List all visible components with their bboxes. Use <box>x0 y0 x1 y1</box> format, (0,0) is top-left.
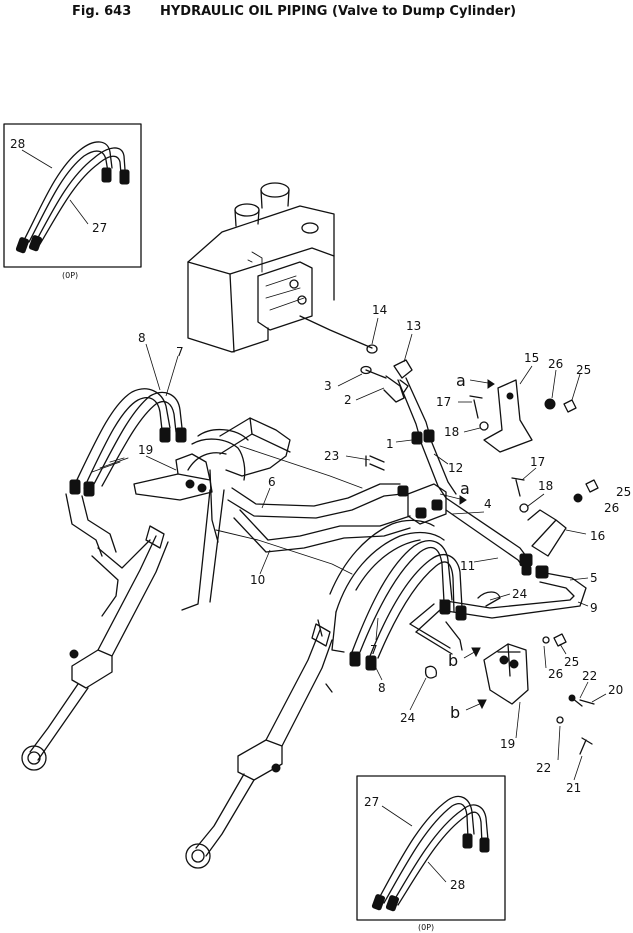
callout-19: 19 <box>500 737 515 751</box>
callout-9: 9 <box>590 601 598 615</box>
callout-23: 23 <box>324 449 339 463</box>
callout-8: 8 <box>138 331 146 345</box>
inset-hoses-top-left: 28 27 (0P) <box>3 123 142 280</box>
leader-lines <box>145 317 607 781</box>
callout-26: 26 <box>548 357 563 371</box>
callout-11: 11 <box>460 559 475 573</box>
callout-27: 27 <box>364 795 379 809</box>
left-cylinder <box>21 525 169 771</box>
callout-26: 26 <box>604 501 619 515</box>
callout-14: 14 <box>372 303 387 317</box>
callout-17: 17 <box>530 455 545 469</box>
ref-mark-b: b <box>448 651 458 670</box>
ref-mark-b: b <box>450 703 460 722</box>
callout-17: 17 <box>436 395 451 409</box>
callout-28: 28 <box>450 878 465 892</box>
callout-4: 4 <box>484 497 492 511</box>
callout-28: 28 <box>10 137 25 151</box>
callout-25: 25 <box>576 363 591 377</box>
callout-10: 10 <box>250 573 265 587</box>
callout-2: 2 <box>344 393 352 407</box>
callout-3: 3 <box>324 379 332 393</box>
callout-21: 21 <box>566 781 581 795</box>
callout-16: 16 <box>590 529 605 543</box>
callout-18: 18 <box>538 479 553 493</box>
ref-mark-a: a <box>456 371 466 390</box>
callout-25: 25 <box>616 485 631 499</box>
callout-22: 22 <box>536 761 551 775</box>
pipes-main <box>227 483 587 655</box>
callout-27: 27 <box>92 221 107 235</box>
figure-number: Fig. 643 <box>72 4 131 19</box>
right-cylinder <box>185 623 333 869</box>
frame <box>181 417 445 653</box>
callout-18: 18 <box>444 425 459 439</box>
inset-note: (0P) <box>418 923 434 932</box>
callout-19: 19 <box>138 443 153 457</box>
callout-1: 1 <box>386 437 394 451</box>
inset-hoses-bottom-right: 27 28 (0P) <box>356 775 506 932</box>
callout-12: 12 <box>448 461 463 475</box>
callout-24: 24 <box>512 587 527 601</box>
callout-13: 13 <box>406 319 421 333</box>
callout-7: 7 <box>176 345 184 359</box>
ref-mark-a: a <box>460 479 470 498</box>
callout-25: 25 <box>564 655 579 669</box>
callout-7: 7 <box>370 643 378 657</box>
left-hoses <box>65 388 187 617</box>
bracket-left <box>133 453 213 501</box>
callout-5: 5 <box>590 571 598 585</box>
inset-note: (0P) <box>62 271 78 280</box>
callout-8: 8 <box>378 681 386 695</box>
callouts: 8 7 19 6 10 3 2 14 13 1 12 23 4 11 24 5 … <box>138 303 631 795</box>
callout-22: 22 <box>582 669 597 683</box>
callout-6: 6 <box>268 475 276 489</box>
callout-26: 26 <box>548 667 563 681</box>
hydraulic-tank <box>187 182 373 353</box>
brackets-right <box>317 379 599 755</box>
callout-15: 15 <box>524 351 539 365</box>
fittings-group <box>360 344 457 499</box>
callout-24: 24 <box>400 711 415 725</box>
figure-title: HYDRAULIC OIL PIPING (Valve to Dump Cyli… <box>160 4 516 19</box>
right-hoses <box>349 540 467 671</box>
callout-20: 20 <box>608 683 623 697</box>
reference-marks: a a b b <box>439 371 495 722</box>
